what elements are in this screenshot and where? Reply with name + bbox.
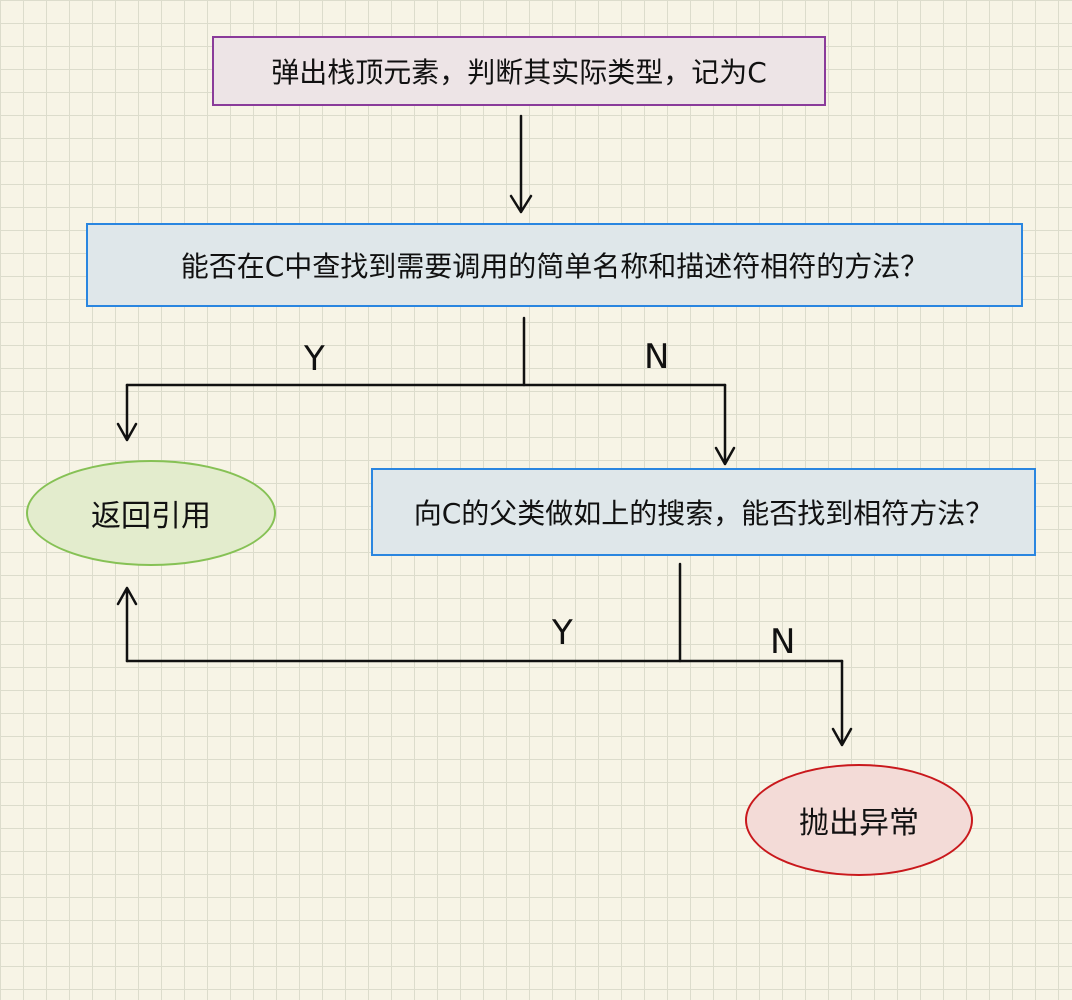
arrow-no2-to-throw — [831, 659, 853, 747]
pop-stack-box: 弹出栈顶元素，判断其实际类型，记为C — [212, 36, 826, 106]
throw-exception-text: 抛出异常 — [799, 806, 919, 841]
check-method-text: 能否在C中查找到需要调用的简单名称和描述符相符的方法？ — [180, 250, 929, 283]
pop-stack-text: 弹出栈顶元素，判断其实际类型，记为C — [271, 56, 767, 89]
arrow-pop-to-check — [509, 114, 533, 214]
yes-label-2: Y — [552, 613, 573, 653]
yes-label-1: Y — [304, 339, 325, 379]
no-label-1: N — [644, 337, 670, 377]
throw-exception-ellipse: 抛出异常 — [745, 764, 973, 876]
arrow-yes-to-return — [116, 383, 138, 442]
arrow-yes2-to-return — [116, 586, 138, 663]
check-parent-text: 向C的父类做如上的搜索，能否找到相符方法？ — [413, 497, 994, 530]
check-method-box: 能否在C中查找到需要调用的简单名称和描述符相符的方法？ — [86, 223, 1023, 307]
check-parent-box: 向C的父类做如上的搜索，能否找到相符方法？ — [371, 468, 1036, 556]
no-label-2: N — [770, 622, 796, 662]
return-ref-text: 返回引用 — [91, 499, 211, 534]
return-ref-ellipse: 返回引用 — [26, 460, 276, 566]
arrow-no-to-parent — [714, 383, 736, 466]
